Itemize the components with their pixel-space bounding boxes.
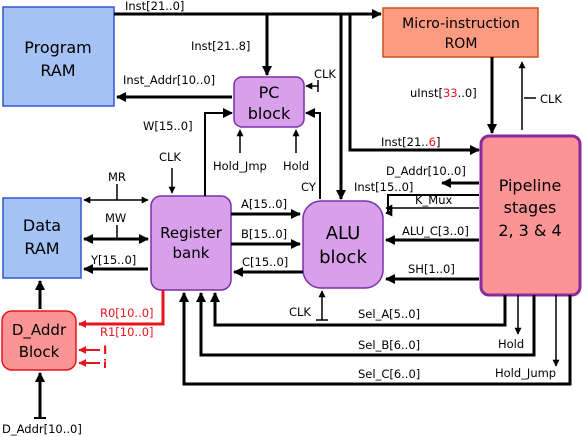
inst-addr-label: Inst_Addr[10..0] [123,73,215,87]
uinst-suffix: ..0] [458,86,477,100]
r1-label: R1[10..0] [100,325,154,339]
sel-b-wire [196,292,536,357]
register-bank-label-2: bank [173,244,210,262]
hold-label: Hold [283,159,309,173]
pc-label-2: block [248,104,291,123]
a-bus-label: A[15..0] [241,197,287,211]
inst-15-label: Inst[15..0] [354,180,413,194]
d-addr-label-1: D_Addr [12,321,67,340]
w-bus-label: W[15..0] [143,119,193,133]
i-upper-label: I [103,343,107,357]
register-bank-label-1: Register [160,224,223,242]
pipeline-stages-block: Pipeline stages 2, 3 & 4 [479,134,582,297]
register-bank-block: Register bank [150,195,232,291]
c-bus-label: C[15..0] [242,255,288,269]
b-bus-label: B[15..0] [241,227,287,241]
alu-label-1: ALU [326,223,361,244]
mr-label: MR [108,170,126,184]
data-ram-block: Data RAM [2,197,82,279]
sel-a-wire [210,292,507,327]
inst-21-6-suffix: ] [436,135,441,149]
sel-b-label: Sel_B[6..0] [358,338,420,352]
alu-clk-label: CLK [289,305,311,319]
uinst-msb: 33 [443,86,458,100]
w-bus-wire [204,108,233,196]
program-ram-label-1: Program [24,38,92,57]
uinst-prefix: uInst[ [410,86,443,100]
data-ram-label-1: Data [23,216,61,235]
pipeline-label-3: 2, 3 & 4 [498,221,561,240]
inst-21-8-label: Inst[21..8] [191,39,250,53]
r0-r1-wire [78,290,165,328]
inst-21-6-prefix: Inst[21.. [381,135,429,149]
pipeline-label-2: stages [504,198,557,217]
rom-label-1: Micro-instruction [402,16,520,32]
inst-bus-label: Inst[21..0] [125,0,184,13]
pipeline-label-1: Pipeline [499,176,562,195]
sel-c-wire [179,292,572,386]
inst-21-6-lsb: 6 [429,135,436,149]
d-addr-label-2: Block [19,343,60,361]
mw-label: MW [105,211,126,225]
r0-label: R0[10..0] [100,306,154,320]
inst-15-wire [385,194,479,217]
reg-clk-label: CLK [159,150,181,164]
program-ram-block: Program RAM [2,6,115,107]
pc-block: PC block [233,76,305,128]
sel-a-label: Sel_A[5..0] [358,307,420,321]
i-lower-label: i [103,357,107,371]
rom-label-2: ROM [445,36,478,52]
d-addr-in-label: D_Addr[10..0] [2,422,82,436]
hold-out-label: Hold [498,337,524,351]
data-ram-label-2: RAM [24,239,59,258]
cy-label: CY [301,180,317,194]
inst-21-6-label: Inst[21..6] [381,135,440,149]
pc-clk-label: CLK [314,67,336,81]
sh-label: SH[1..0] [408,262,455,276]
alu-block: ALU block [302,200,384,289]
uinst-label: uInst[33..0] [410,86,477,100]
y-bus-label: Y[15..0] [90,253,136,267]
k-mux-label: K_Mux [415,193,453,207]
hold-jump-out-label: Hold_Jump [495,366,556,380]
inst-21-6-wire [348,14,480,155]
hold-jmp-label: Hold_Jmp [213,159,267,173]
sel-c-label: Sel_C[6..0] [358,367,420,381]
micro-instruction-rom-block: Micro-instruction ROM [382,7,539,58]
cy-wire [305,108,321,199]
pc-label-1: PC [259,83,280,102]
program-ram-label-2: RAM [40,61,75,80]
d-addr-out-label: D_Addr[10..0] [386,164,466,178]
rom-clk-label: CLK [540,92,562,106]
d-addr-block: D_Addr Block [1,310,77,371]
alu-c-label: ALU_C[3..0] [402,224,469,238]
alu-label-2: block [319,247,367,268]
